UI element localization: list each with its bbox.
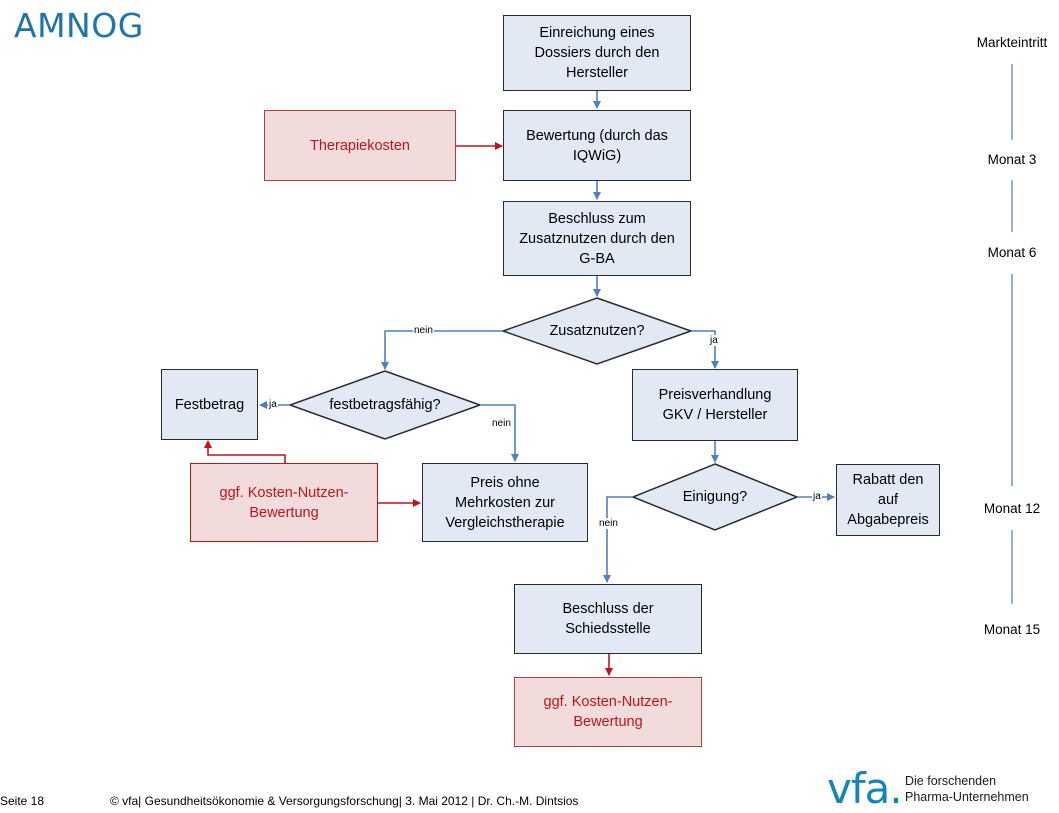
box-therapiekosten: Therapiekosten [264,110,456,181]
edge-label-einigung-nein: nein [598,518,619,529]
decision-einigung: Einigung? [682,489,748,505]
box-beschluss-gba: Beschluss zum Zusatznutzen durch den G-B… [503,201,691,276]
footer-copyright: © vfa| Gesundheitsökonomie & Versorgungs… [110,794,579,808]
arrow-einigung-nein [603,496,633,583]
timeline-monat-15: Monat 15 [983,622,1041,637]
edge-label-festbetrag-ja: ja [268,399,278,410]
timeline-monat-12: Monat 12 [983,501,1041,516]
diamond-festbetragsfaehig [287,370,483,440]
arrow-festbetragsfaehig-nein [480,404,519,462]
diamond-zusatznutzen [500,297,694,365]
box-preisverhandlung: Preisverhandlung GKV / Hersteller [632,369,798,441]
timeline-monat-6: Monat 6 [987,245,1037,260]
box-kosten-nutzen-bottom: ggf. Kosten-Nutzen- Bewertung [514,677,702,747]
decision-festbetragsfaehig: festbetragsfähig? [329,397,441,413]
timeline-monat-3: Monat 3 [987,152,1037,167]
box-kosten-nutzen-left: ggf. Kosten-Nutzen- Bewertung [190,463,378,542]
vfa-logo-mark: vfa. [827,764,903,813]
edge-label-einigung-ja: ja [812,491,822,502]
box-rabatt: Rabatt den auf Abgabepreis [836,464,940,536]
box-dossier: Einreichung eines Dossiers durch den Her… [503,15,691,91]
arrow-zusatznutzen-ja [691,330,719,369]
vfa-logo-line2: Pharma-Unternehmen [905,790,1029,804]
edge-label-zusatz-ja: ja [709,335,719,346]
arrow-zusatznutzen-nein [381,330,503,370]
timeline-markteintritt: Markteintritt [976,35,1048,50]
page-title: AMNOG [14,6,144,45]
box-preis-ohne-mehrkosten: Preis ohne Mehrkosten zur Vergleichsther… [422,463,588,542]
vfa-logo: vfa. Die forschenden Pharma-Unternehmen [827,768,1059,812]
box-schiedsstelle: Beschluss der Schiedsstelle [514,584,702,654]
box-festbetrag: Festbetrag [161,369,258,440]
box-bewertung: Bewertung (durch das IQWiG) [503,110,691,181]
decision-zusatznutzen: Zusatznutzen? [549,323,645,339]
edge-label-zusatz-nein: nein [413,325,434,336]
diamond-einigung [630,463,800,531]
arrow-kostennutzen-festbetrag [204,440,286,463]
vfa-logo-line1: Die forschenden [905,774,997,788]
page-number: Seite 18 [0,794,45,808]
edge-label-festbetrag-nein: nein [491,418,512,429]
